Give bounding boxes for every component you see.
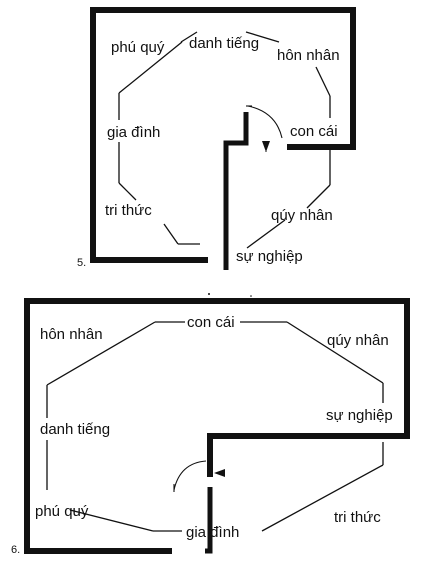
diagram-6-walls <box>24 298 410 554</box>
label-phu-quy: phú quý <box>111 39 165 56</box>
arrow-left-icon <box>214 469 225 477</box>
diagram-5-walls <box>90 7 356 263</box>
label-su-nghiep: sự nghiệp <box>326 407 393 424</box>
label-su-nghiep: sự nghiệp <box>236 248 303 265</box>
diagram-5-inner-wall <box>223 112 249 264</box>
diagram-6-wall-bottom <box>205 487 213 554</box>
label-con-cai: con cái <box>290 123 338 140</box>
label-hon-nhan: hôn nhân <box>40 326 103 343</box>
label-danh-tieng: danh tiếng <box>40 421 110 438</box>
label-quy-nhan: qúy nhân <box>327 332 389 349</box>
label-phu-quy: phú quý <box>35 503 89 520</box>
label-quy-nhan: qúy nhân <box>271 207 333 224</box>
door-arc-icon <box>247 105 283 139</box>
label-con-cai: con cái <box>187 314 235 331</box>
label-tri-thuc: tri thức <box>334 509 381 526</box>
door-arc-icon <box>173 460 207 491</box>
label-tri-thuc: tri thức <box>105 202 152 219</box>
label-gia-dinh: gia đình <box>107 124 160 141</box>
diagram-5-octagon <box>118 31 331 249</box>
label-gia-dinh: gia đình <box>186 524 239 541</box>
diagram-5: phú quý danh tiếng hôn nhân gia đình con… <box>77 7 356 270</box>
diagram-6-octagon <box>46 321 384 532</box>
diagram-6: hôn nhân con cái qúy nhân sự nghiệp danh… <box>11 298 410 556</box>
diagram-6-number: 6. <box>11 544 20 556</box>
label-danh-tieng: danh tiếng <box>189 35 259 52</box>
diagram-5-number: 5. <box>77 257 86 269</box>
label-hon-nhan: hôn nhân <box>277 47 340 64</box>
